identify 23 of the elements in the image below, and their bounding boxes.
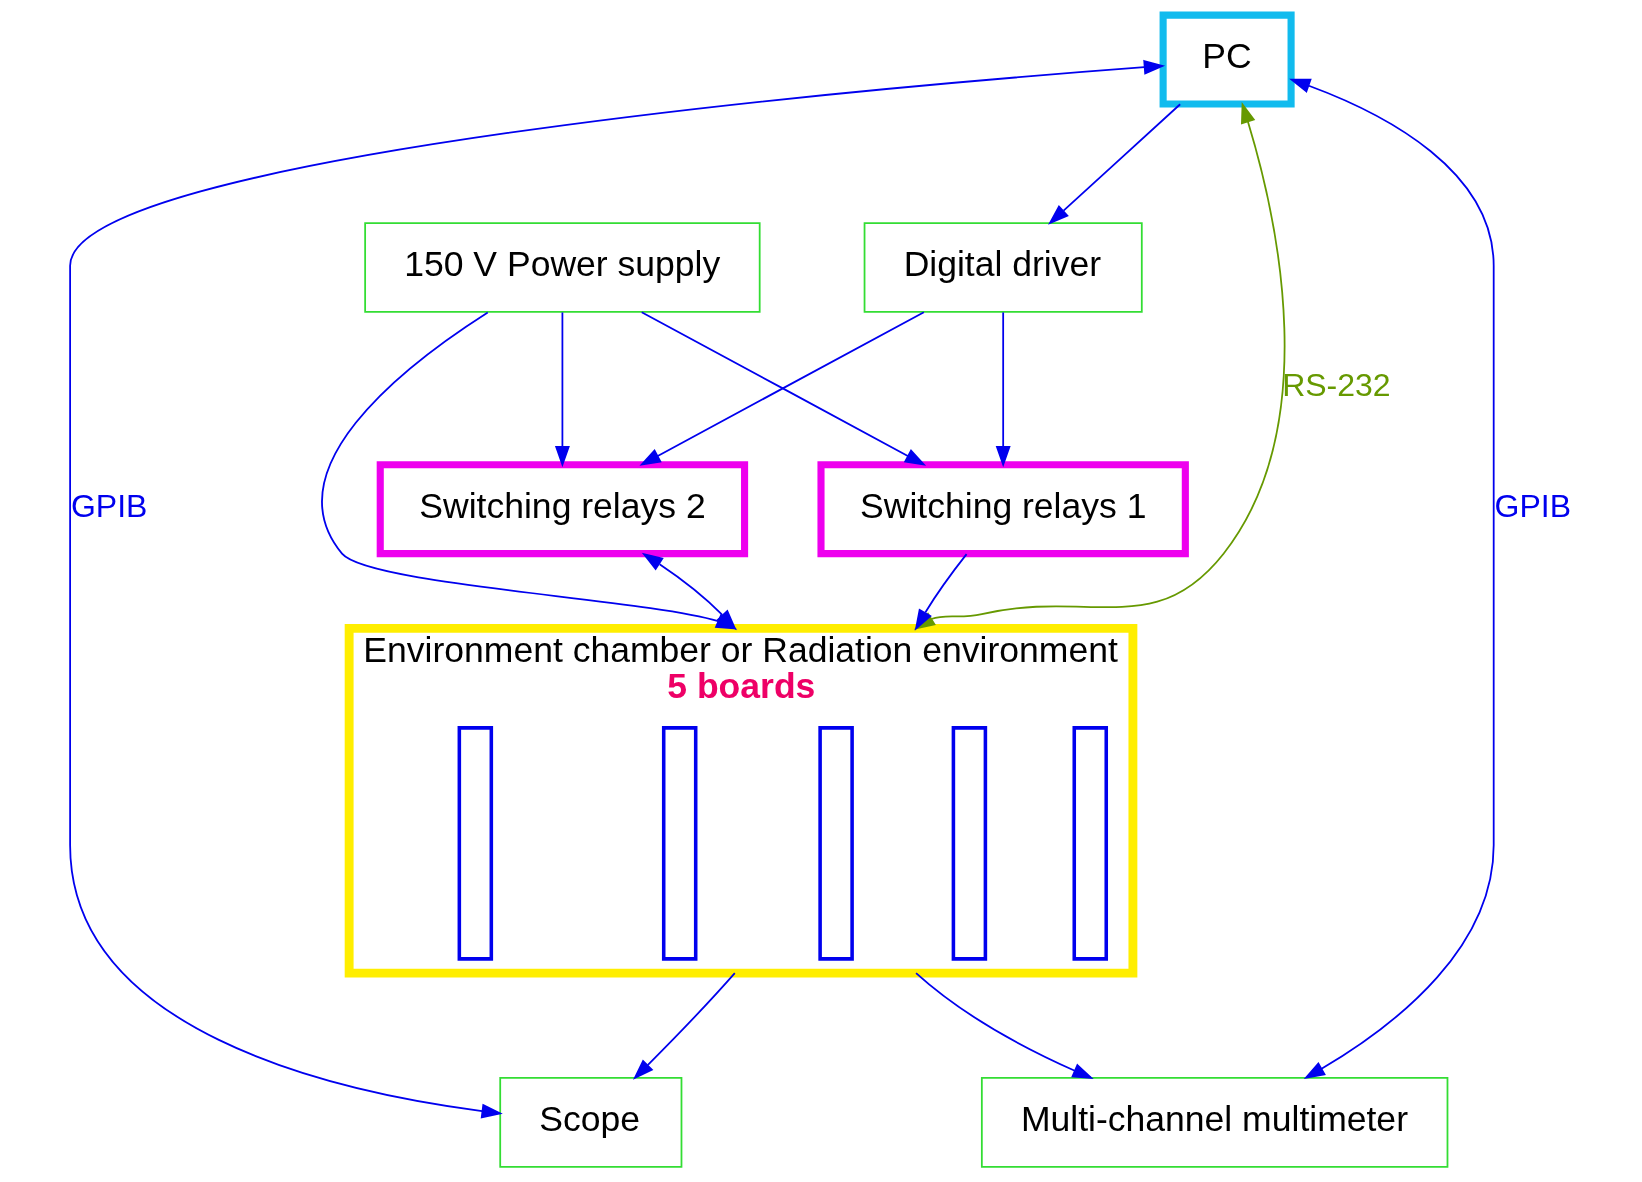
edge-label: GPIB xyxy=(70,488,148,525)
arrow xyxy=(633,972,736,1080)
arrow xyxy=(915,972,1094,1079)
node-bar xyxy=(951,726,988,961)
node-bar xyxy=(457,726,494,961)
node-bar xyxy=(661,726,698,961)
arrow xyxy=(69,59,1166,1119)
node-box: PC xyxy=(1159,11,1295,108)
edge-label: GPIB xyxy=(1494,488,1572,525)
arrow xyxy=(1289,78,1495,1080)
arrow xyxy=(1048,103,1182,225)
arrow xyxy=(995,311,1011,468)
node-bar xyxy=(1072,726,1109,961)
edge-label: RS-232 xyxy=(1282,367,1391,404)
node-box: Scope xyxy=(499,1077,683,1168)
node-bar xyxy=(818,726,854,961)
node-box: Switching relays 2 xyxy=(376,461,749,558)
arrow xyxy=(554,311,570,468)
node-box: 150 V Power supply xyxy=(364,222,761,313)
node-box: Digital driver xyxy=(863,222,1143,313)
cluster: Environment chamber or Radiation environment 5 boards xyxy=(344,623,1138,978)
node-box: Multi-channel multimeter xyxy=(980,1077,1449,1168)
node-box: Switching relays 1 xyxy=(817,461,1189,558)
